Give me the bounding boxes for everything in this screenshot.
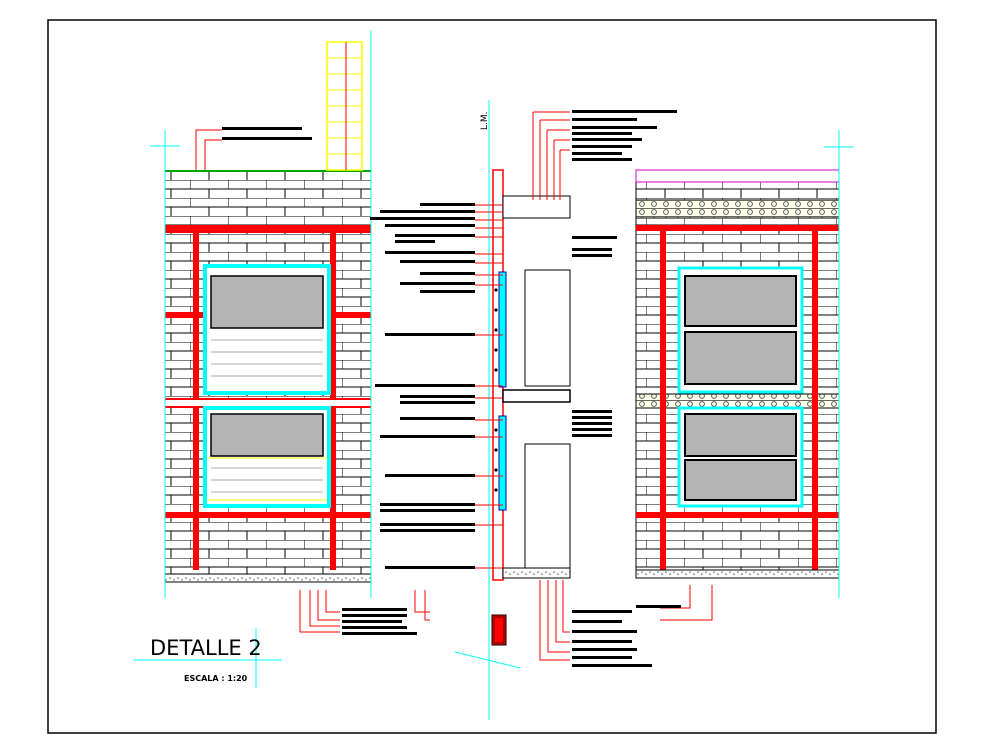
right-ground bbox=[635, 569, 840, 579]
detail-scale: ESCALA : 1:20 bbox=[184, 674, 248, 683]
annotation-text-blocks bbox=[222, 110, 681, 667]
left-ground bbox=[164, 573, 372, 583]
title-block: DETALLE 2 ESCALA : 1:20 bbox=[133, 628, 282, 688]
property-line-label: L.M. bbox=[480, 111, 490, 130]
left-elevation bbox=[150, 30, 372, 598]
center-section bbox=[454, 100, 571, 720]
right-elevation bbox=[635, 130, 854, 598]
detail-title: DETALLE 2 bbox=[150, 636, 262, 660]
